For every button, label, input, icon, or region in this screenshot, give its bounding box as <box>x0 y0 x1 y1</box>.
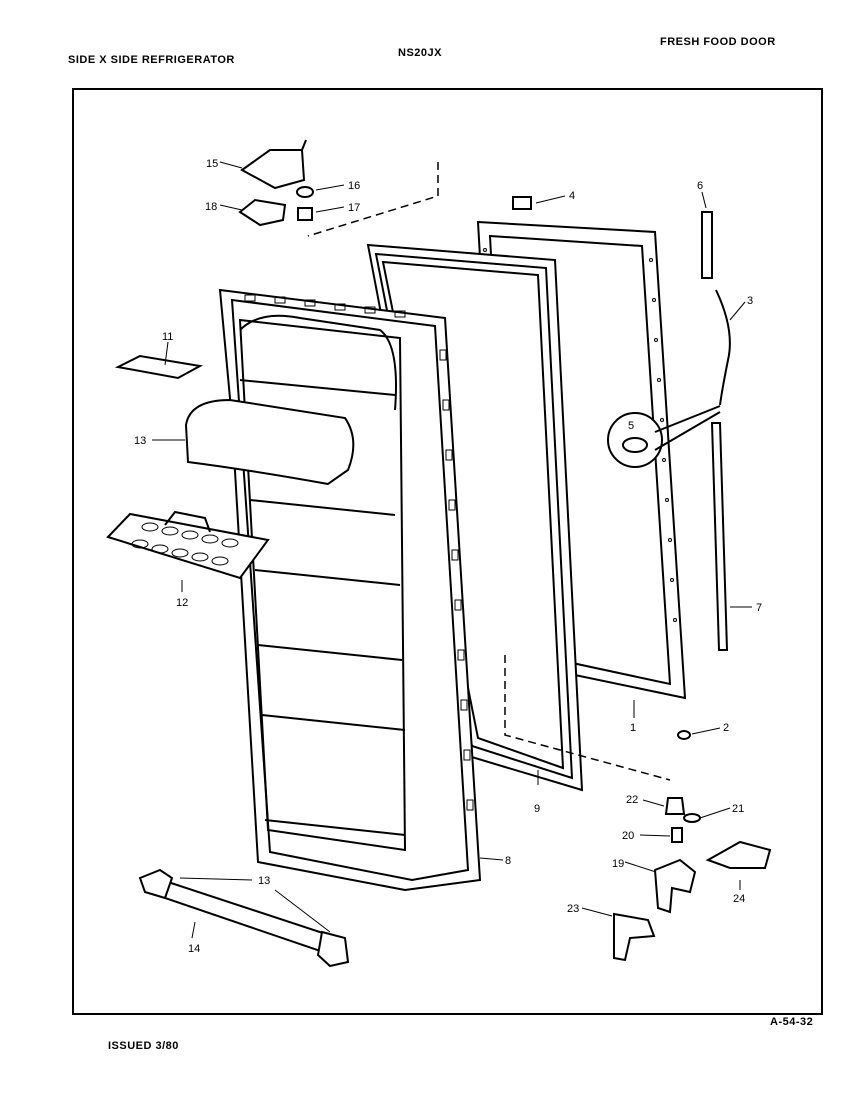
detail-pointer <box>654 405 721 451</box>
leader-lines <box>152 161 752 939</box>
callout-9: 9 <box>534 803 540 815</box>
top-hinge <box>240 149 306 190</box>
callout-14: 14 <box>188 943 200 955</box>
callout-16: 16 <box>348 180 360 192</box>
lower-hinge-bracket <box>653 858 697 914</box>
hinge-axis-dashed-line <box>307 162 671 781</box>
bottom-shelf-bar <box>138 868 350 968</box>
hinge-shim-plate <box>238 198 287 227</box>
hinge-pin <box>301 139 307 151</box>
callout-20: 20 <box>622 830 634 842</box>
door-handle <box>715 289 731 406</box>
callout-23: 23 <box>567 903 579 915</box>
hinge-pin-lower <box>671 827 683 843</box>
egg-tray <box>106 510 270 580</box>
handle-trim-bottom <box>710 422 729 651</box>
callout-6: 6 <box>697 180 703 192</box>
callout-11: 11 <box>162 331 173 343</box>
mounting-bracket <box>613 912 656 962</box>
door-inner-liner <box>218 288 482 892</box>
callout-8: 8 <box>505 855 511 867</box>
footer-diagram-code: A-54-32 <box>770 1016 814 1028</box>
header-section-title: FRESH FOOD DOOR <box>660 36 776 48</box>
hinge-bushing <box>297 207 313 221</box>
hole-plug <box>512 196 532 210</box>
footer-issue-date: ISSUED 3/80 <box>108 1040 179 1052</box>
header-left-title: SIDE X SIDE REFRIGERATOR <box>68 54 235 66</box>
callout-24: 24 <box>733 893 745 905</box>
callout-labels: 15 16 17 18 4 6 3 11 13 5 12 7 1 2 9 8 2… <box>134 158 762 955</box>
callout-5: 5 <box>628 420 634 432</box>
callout-21: 21 <box>732 803 744 815</box>
callout-22: 22 <box>626 794 638 806</box>
door-shelf-bar <box>114 354 204 380</box>
callout-13-shelf-caps: 13 <box>258 875 270 887</box>
hinge-cap <box>664 797 686 815</box>
callout-18: 18 <box>205 201 217 213</box>
callout-7: 7 <box>756 602 762 614</box>
magnified-detail-circle <box>607 412 663 468</box>
hinge-washer <box>296 186 314 198</box>
callout-17: 17 <box>348 202 360 214</box>
callout-3: 3 <box>747 295 753 307</box>
header-model-number: NS20JX <box>398 47 442 59</box>
dairy-compartment-door <box>184 398 355 486</box>
callout-13-dairy-door: 13 <box>134 435 146 447</box>
lower-washer <box>683 813 701 823</box>
handle-trim-top <box>701 211 713 279</box>
callout-15: 15 <box>206 158 218 170</box>
small-plug <box>677 730 691 740</box>
callout-1: 1 <box>630 722 636 734</box>
callout-12: 12 <box>176 597 188 609</box>
bottom-hinge <box>705 840 772 869</box>
callout-4: 4 <box>569 190 575 202</box>
diagram-frame <box>72 88 823 1015</box>
screw-detail <box>622 437 648 453</box>
callout-19: 19 <box>612 858 624 870</box>
callout-2: 2 <box>723 722 729 734</box>
